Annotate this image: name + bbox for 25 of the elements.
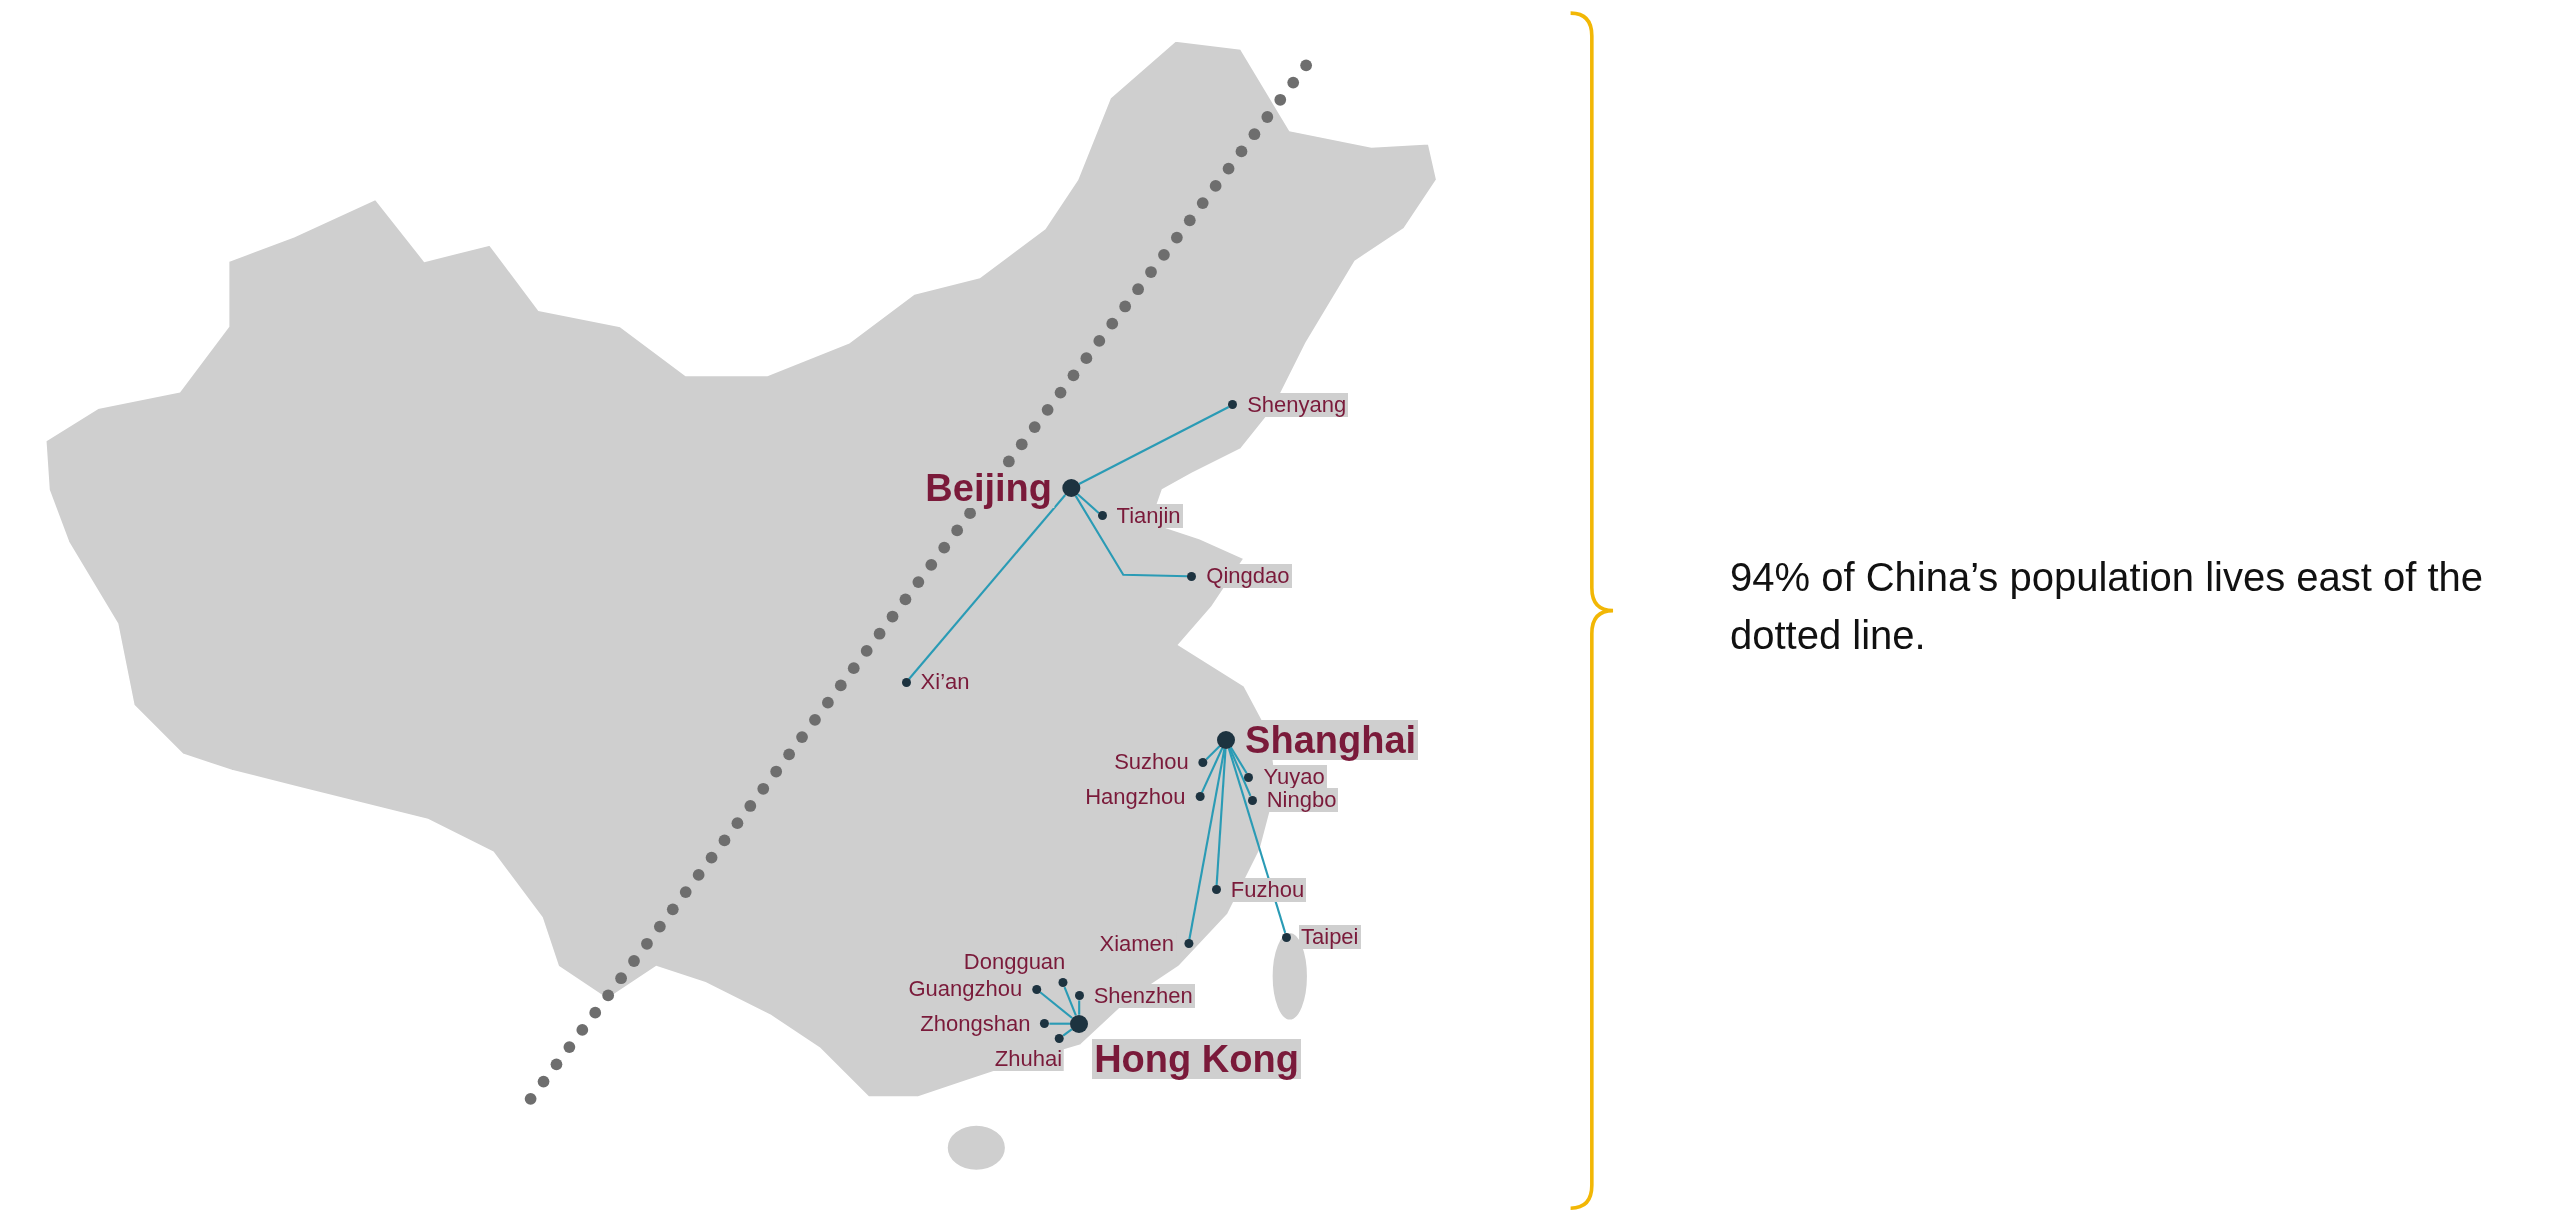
connector-line xyxy=(1078,406,1230,485)
city-label: Shenyang xyxy=(1245,392,1349,417)
connector-line xyxy=(1078,1000,1081,1015)
city-label: Shenzhen xyxy=(1091,983,1195,1008)
city-label: Qingdao xyxy=(1204,564,1292,589)
connector-line xyxy=(1228,747,1252,797)
connector-line xyxy=(1229,746,1248,774)
connector-line xyxy=(1215,748,1227,886)
city-label: Tianjin xyxy=(1114,503,1183,528)
connector-line xyxy=(1077,493,1100,514)
note-text: 94% of China’s population lives east of the dotted line. xyxy=(1730,554,2485,659)
city-label: Taipei xyxy=(1299,925,1361,950)
city-label: Hong Kong xyxy=(1092,1038,1301,1079)
connector-line xyxy=(908,494,1066,680)
connector-line xyxy=(1074,495,1188,578)
city-label: Zhuhai xyxy=(992,1046,1065,1071)
connector-line xyxy=(1049,1022,1071,1025)
city-label: Yuyao xyxy=(1261,765,1327,790)
connector-line xyxy=(1062,1028,1073,1037)
connector-line xyxy=(1200,747,1224,794)
connector-line xyxy=(1063,986,1077,1016)
connector-line xyxy=(1205,745,1221,761)
city-label: Shanghai xyxy=(1243,719,1419,760)
connector-line xyxy=(1039,991,1073,1019)
connector-line xyxy=(1188,748,1226,940)
